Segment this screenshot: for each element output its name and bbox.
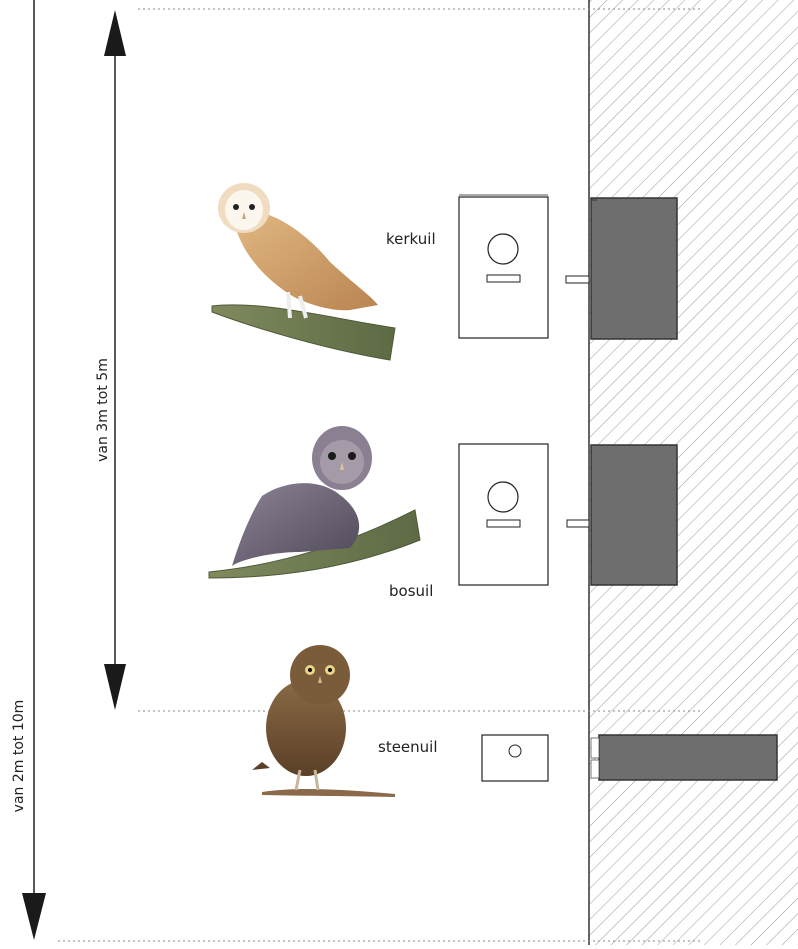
inner-dimension-arrow xyxy=(104,10,126,710)
outer-dimension-arrow xyxy=(22,0,46,940)
little-owl-icon xyxy=(252,645,395,797)
inner-dimension-label: van 3m tot 5m xyxy=(95,358,111,462)
nestbox-bosuil xyxy=(458,443,678,586)
label-steenuil: steenuil xyxy=(378,738,438,756)
outer-dimension-label: van 2m tot 10m xyxy=(11,699,27,813)
tawny-owl-icon xyxy=(208,426,421,579)
nestbox-kerkuil xyxy=(458,194,678,340)
label-kerkuil: kerkuil xyxy=(386,230,436,248)
nestbox-steenuil xyxy=(481,734,778,782)
height-guide-lines xyxy=(58,8,700,942)
barn-owl-icon xyxy=(211,183,396,361)
label-bosuil: bosuil xyxy=(389,582,434,600)
